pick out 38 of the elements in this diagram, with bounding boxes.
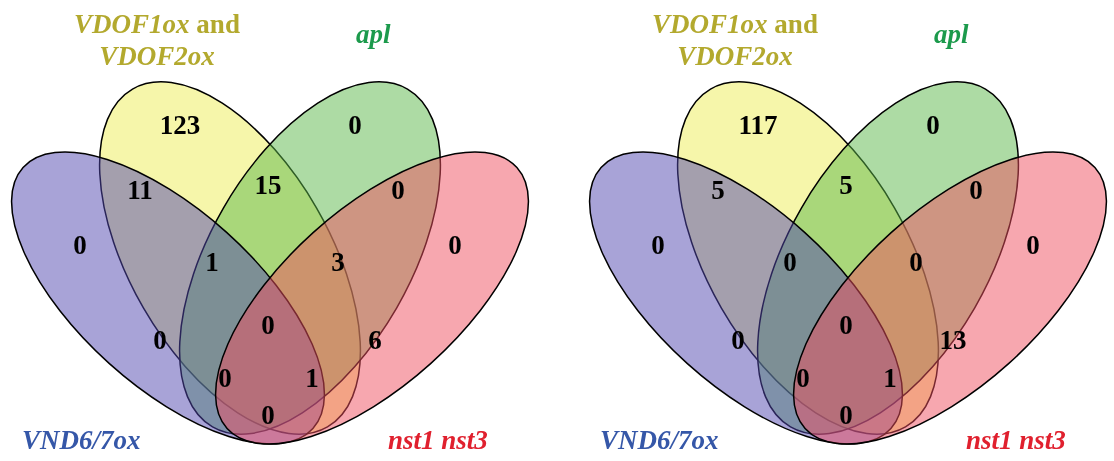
count-label: 0: [839, 399, 853, 431]
count-label: 5: [839, 169, 853, 201]
count-label: 0: [969, 174, 983, 206]
count-label: 0: [73, 229, 87, 261]
count-label: 13: [939, 324, 967, 356]
count-label: 0: [153, 324, 167, 356]
count-label: 0: [348, 109, 362, 141]
set-label: apl: [356, 18, 391, 50]
set-label: apl: [934, 18, 969, 50]
count-label: 123: [159, 109, 201, 141]
count-label: 1: [205, 246, 219, 278]
count-label: 1: [305, 362, 319, 394]
count-label: 0: [731, 324, 745, 356]
count-label: 0: [391, 174, 405, 206]
count-label: 0: [909, 246, 923, 278]
count-label: 3: [331, 246, 345, 278]
count-label: 0: [261, 309, 275, 341]
count-label: 0: [926, 109, 940, 141]
set-label: VDOF1ox and VDOF2ox: [73, 8, 241, 72]
count-label: 0: [783, 246, 797, 278]
count-label: 0: [448, 229, 462, 261]
count-label: 0: [796, 362, 810, 394]
count-label: 0: [218, 362, 232, 394]
set-label: nst1 nst3: [966, 424, 1066, 456]
set-label: VND6/7ox: [22, 424, 141, 456]
count-label: 0: [651, 229, 665, 261]
set-label: nst1 nst3: [388, 424, 488, 456]
count-label: 117: [738, 109, 778, 141]
count-label: 11: [127, 174, 153, 206]
set-label: VDOF1ox and VDOF2ox: [651, 8, 819, 72]
count-label: 0: [261, 399, 275, 431]
count-label: 15: [254, 169, 282, 201]
count-label: 0: [1026, 229, 1040, 261]
count-label: 5: [711, 174, 725, 206]
set-label: VND6/7ox: [600, 424, 719, 456]
count-label: 1: [883, 362, 897, 394]
count-label: 0: [839, 309, 853, 341]
count-label: 6: [368, 324, 382, 356]
